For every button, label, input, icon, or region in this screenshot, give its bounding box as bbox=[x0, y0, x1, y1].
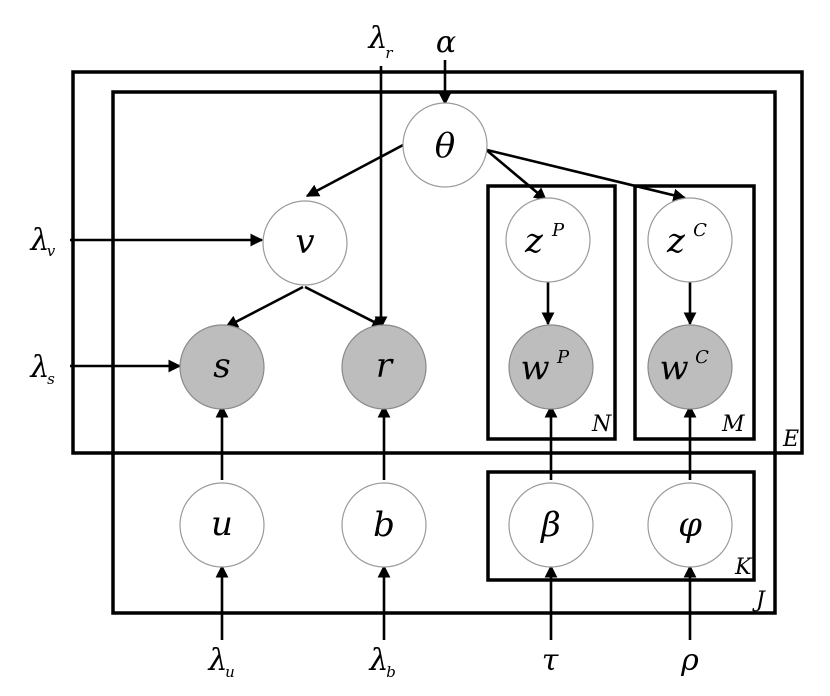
svg-text:λ: λ bbox=[368, 643, 388, 678]
svg-text:C: C bbox=[695, 347, 709, 368]
plate-E bbox=[71, 70, 804, 455]
svg-text:s: s bbox=[47, 370, 55, 388]
edge-v-s bbox=[224, 285, 304, 329]
svg-text:w: w bbox=[659, 348, 688, 388]
edge-theta-v bbox=[305, 142, 406, 198]
svg-text:b: b bbox=[373, 505, 395, 545]
node-wc[interactable]: w C bbox=[647, 324, 733, 410]
svg-text:P: P bbox=[556, 347, 570, 368]
svg-text:θ: θ bbox=[435, 126, 455, 166]
svg-text:λ: λ bbox=[367, 21, 387, 56]
svg-text:u: u bbox=[211, 504, 233, 544]
hyper-lambda-r: λ r bbox=[367, 21, 393, 62]
plate-label-M: M bbox=[721, 412, 745, 437]
svg-text:v: v bbox=[295, 222, 314, 262]
svg-text:z: z bbox=[524, 221, 544, 261]
node-s[interactable]: s bbox=[179, 324, 265, 410]
node-beta: β bbox=[508, 482, 594, 568]
node-zc: z C bbox=[647, 197, 733, 283]
svg-text:β: β bbox=[539, 505, 561, 545]
plate-label-J: J bbox=[752, 588, 766, 613]
node-u: u bbox=[179, 482, 265, 568]
svg-text:λ: λ bbox=[29, 350, 49, 385]
node-v: v bbox=[262, 200, 348, 286]
svg-text:w: w bbox=[520, 348, 549, 388]
hyper-lambda-v: λ v bbox=[29, 223, 55, 260]
svg-text:b: b bbox=[386, 663, 396, 681]
hyper-lambda-s: λ s bbox=[29, 350, 55, 388]
svg-text:r: r bbox=[376, 346, 394, 386]
edge-theta-zc bbox=[486, 148, 687, 202]
node-phi: φ bbox=[647, 482, 733, 568]
edge-theta-zp bbox=[483, 147, 547, 201]
svg-text:C: C bbox=[693, 220, 707, 241]
plate-label-E: E bbox=[782, 427, 799, 452]
node-theta: θ bbox=[402, 102, 488, 188]
edge-v-r bbox=[304, 285, 386, 329]
hyper-alpha: α bbox=[436, 25, 456, 60]
node-wp[interactable]: w P bbox=[508, 324, 594, 410]
svg-text:P: P bbox=[551, 220, 565, 241]
node-zp: z P bbox=[505, 197, 591, 283]
svg-text:r: r bbox=[385, 44, 393, 62]
svg-text:λ: λ bbox=[29, 223, 49, 258]
hyper-rho: ρ bbox=[680, 643, 699, 678]
svg-text:φ: φ bbox=[678, 505, 702, 545]
hyper-lambda-b: λ b bbox=[368, 643, 395, 681]
hyper-lambda-u: λ u bbox=[207, 643, 234, 681]
svg-text:s: s bbox=[213, 346, 230, 386]
hyper-tau: τ bbox=[542, 643, 559, 678]
node-b: b bbox=[341, 482, 427, 568]
svg-text:λ: λ bbox=[207, 643, 227, 678]
svg-text:u: u bbox=[225, 663, 235, 681]
plate-K bbox=[486, 470, 756, 582]
plate-label-N: N bbox=[591, 412, 612, 437]
svg-text:z: z bbox=[666, 221, 686, 261]
plate-label-K: K bbox=[734, 555, 753, 580]
svg-text:v: v bbox=[47, 242, 56, 260]
plate-M bbox=[633, 184, 756, 441]
node-r[interactable]: r bbox=[341, 324, 427, 410]
